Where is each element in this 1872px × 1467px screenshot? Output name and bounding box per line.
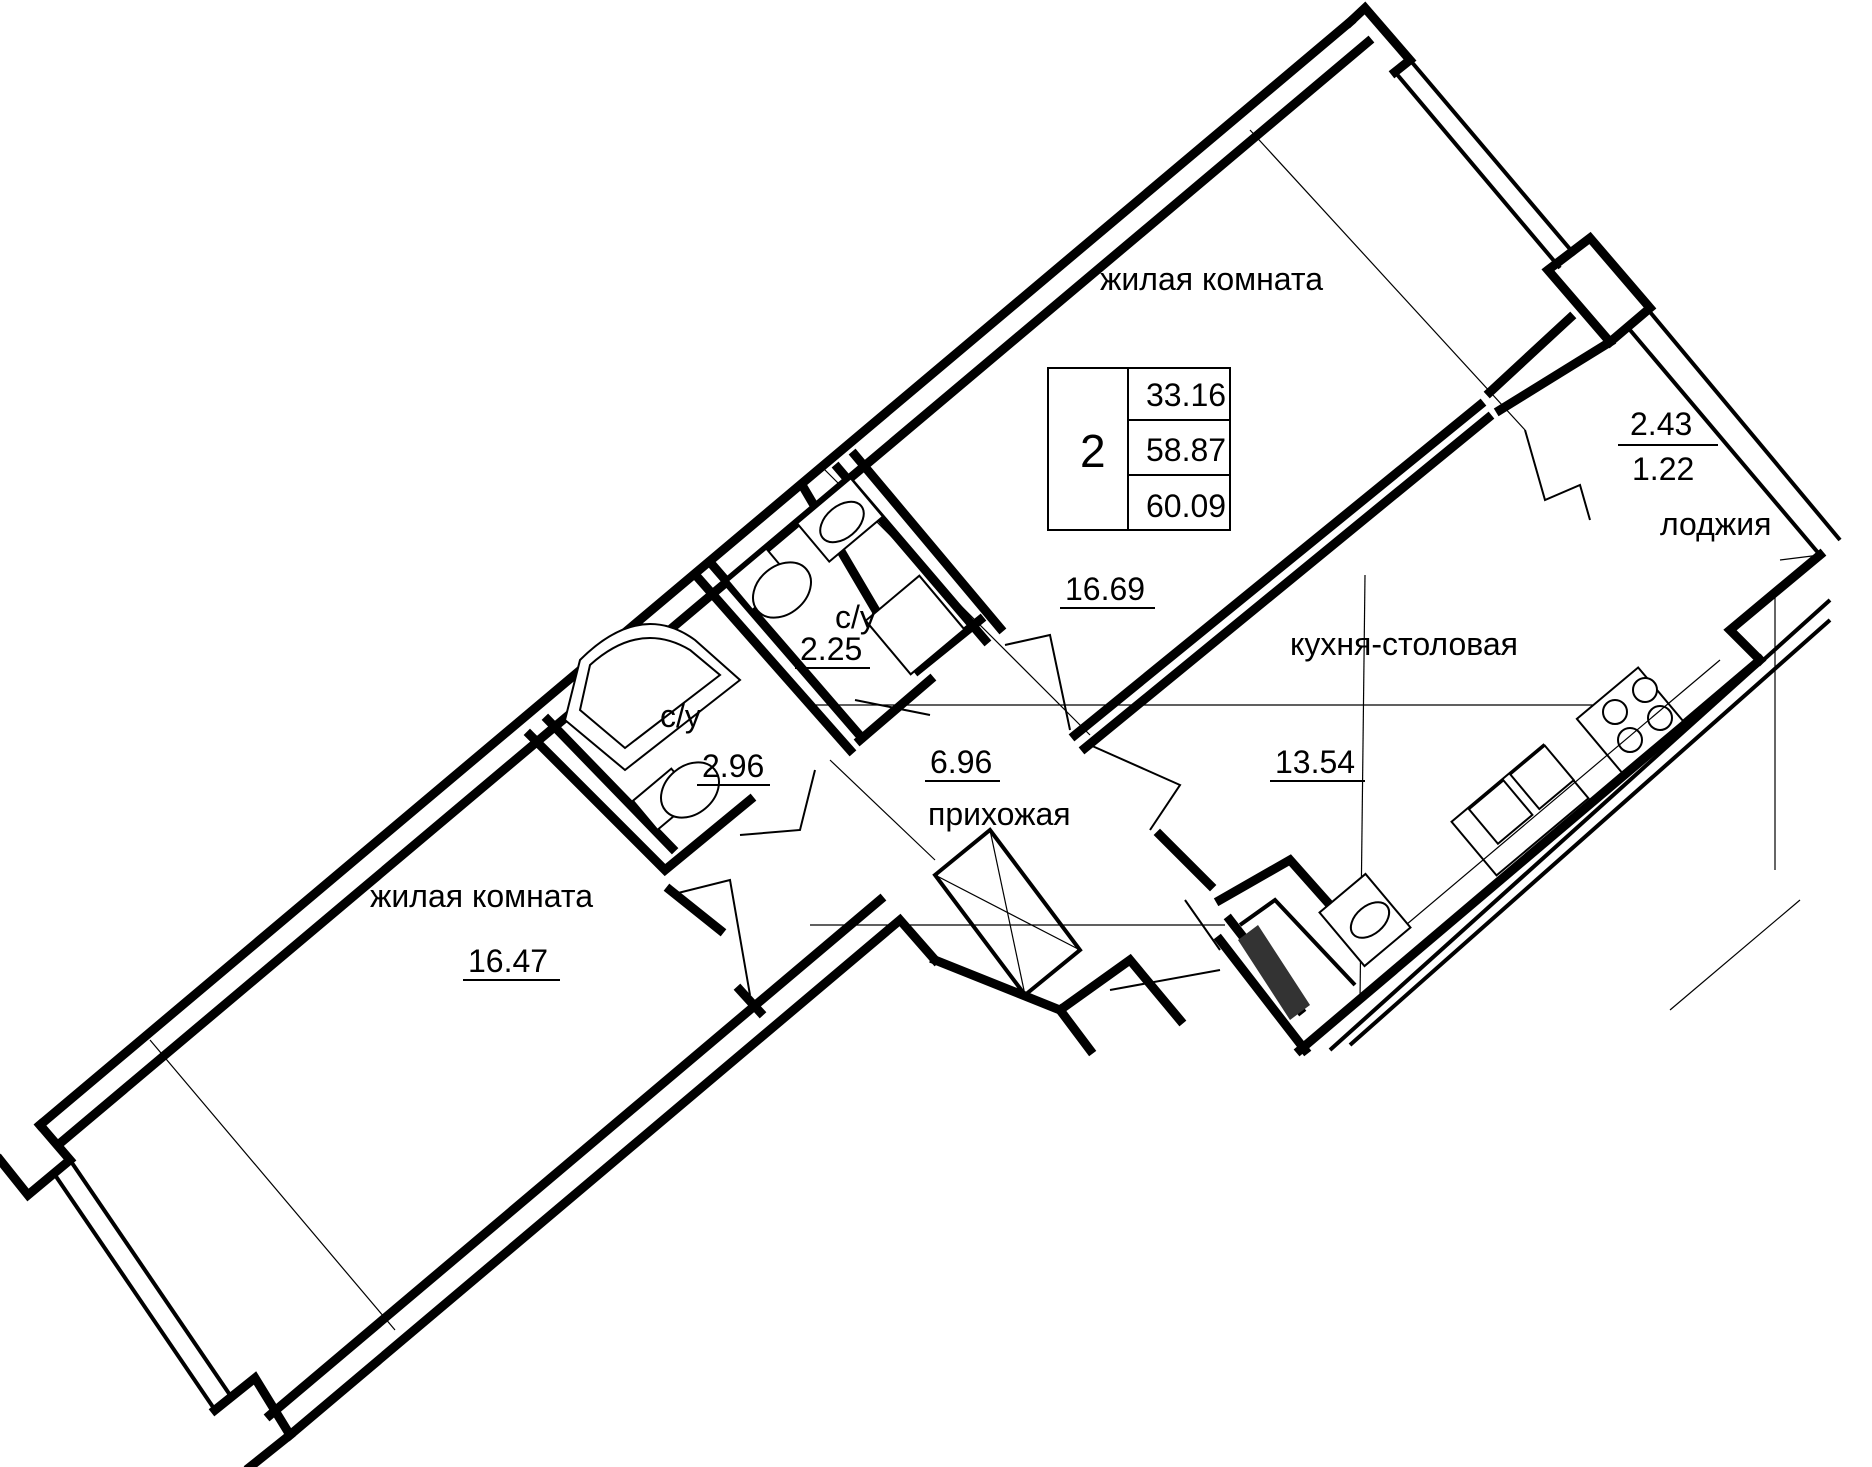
kitchen-area: 13.54: [1275, 744, 1355, 780]
ventilation-shaft: [1238, 925, 1310, 1020]
bathroom-1-label: с/у: [835, 599, 876, 635]
guide-lines: [149, 129, 1821, 1331]
hallway-label: прихожая: [928, 796, 1071, 832]
loggia-area: 2.43: [1630, 406, 1692, 442]
rooms-count: 2: [1080, 425, 1106, 477]
total-area-with-loggia: 60.09: [1146, 488, 1226, 524]
living-room-2-area: 16.47: [468, 943, 548, 979]
living-room-1-area: 16.69: [1065, 571, 1145, 607]
toilet-icon: [631, 761, 720, 832]
doors: [669, 429, 1591, 996]
sink-icon: [795, 476, 885, 564]
kitchen-sink-icon: [1450, 743, 1590, 877]
room-labels: жилая комната 16.69 жилая комната 16.47 …: [370, 261, 1771, 981]
area-summary-table: 2 33.16 58.87 60.09: [1047, 367, 1231, 531]
loggia-label: лоджия: [1660, 506, 1771, 542]
stove-icon: [1575, 666, 1685, 774]
living-room-2-label: жилая комната: [370, 878, 593, 914]
hallway-area: 6.96: [930, 744, 992, 780]
interior-walls: [523, 398, 1495, 1057]
kitchen-label: кухня-столовая: [1290, 626, 1518, 662]
living-room-1-label: жилая комната: [1100, 261, 1323, 297]
washing-machine-icon: [864, 574, 966, 676]
loggia-area-reduced: 1.22: [1632, 451, 1694, 487]
bathroom-2-label: с/у: [660, 698, 701, 734]
fixtures: [563, 476, 1721, 1020]
bathroom-1-area: 2.25: [800, 631, 862, 667]
toilet-icon-2: [726, 547, 812, 619]
bathtub-icon: [563, 623, 742, 772]
living-area: 33.16: [1146, 377, 1226, 413]
bathroom-2-area: 2.96: [702, 748, 764, 784]
fridge-icon: [1318, 872, 1412, 968]
total-area: 58.87: [1146, 432, 1226, 468]
